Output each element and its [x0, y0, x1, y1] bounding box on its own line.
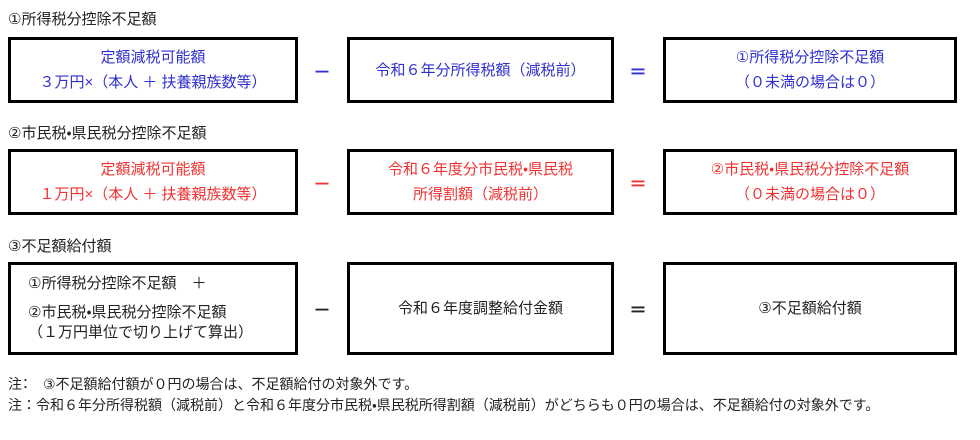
sec2-resident-tax-amount-box: 令和６年度分市民税・県民税 所得割額（減税前） — [347, 149, 614, 215]
sec3-equals-operator: ＝ — [629, 301, 647, 320]
sec3-shortfall-payment-result-box: ③不足額給付額 — [663, 262, 957, 355]
sec2-box1-line2: １万円×（本人 ＋ 扶養親族数等） — [39, 186, 267, 203]
sec3-box2-line1: 令和６年度調整給付金額 — [397, 300, 563, 317]
note-line-1: 注： ③不足額給付額が０円の場合は、不足額給付の対象外です。 — [8, 376, 419, 392]
sec3-minus-operator: － — [313, 301, 331, 320]
sec1-fixed-reduction-possible-amount-box: 定額減税可能額 ３万円×（本人 ＋ 扶養親族数等） — [8, 37, 298, 103]
sec2-box2-line2: 所得割額（減税前） — [412, 186, 548, 203]
sec2-box1-line1: 定額減税可能額 — [100, 161, 206, 178]
section-2-heading: ②市民税・県民税分控除不足額 — [8, 125, 207, 142]
sec1-box1-line1: 定額減税可能額 — [100, 49, 206, 66]
sec2-equals-operator: ＝ — [629, 174, 647, 194]
sec1-box3-line1: ①所得税分控除不足額 — [735, 49, 885, 66]
sec3-box3-line1: ③不足額給付額 — [758, 300, 862, 317]
sec3-shortfall-sum-box: ①所得税分控除不足額 ＋ ②市民税・県民税分控除不足額 （１万円単位で切り上げて… — [8, 262, 298, 355]
sec2-shortfall-result-box: ②市民税・県民税分控除不足額 （０未満の場合は０） — [663, 149, 957, 215]
sec2-minus-operator: － — [313, 174, 331, 194]
footnotes: 注： ③不足額給付額が０円の場合は、不足額給付の対象外です。 注：令和６年分所得… — [8, 374, 879, 416]
sec2-fixed-reduction-possible-amount-box: 定額減税可能額 １万円×（本人 ＋ 扶養親族数等） — [8, 149, 298, 215]
section-3-heading: ③不足額給付額 — [8, 238, 112, 255]
sec1-box3-line2: （０未満の場合は０） — [734, 74, 885, 91]
sec3-box1-line3: （１万円単位で切り上げて算出） — [28, 324, 254, 341]
sec1-income-tax-amount-box: 令和６年分所得税額（減税前） — [347, 37, 614, 103]
sec1-box1-line2: ３万円×（本人 ＋ 扶養親族数等） — [39, 74, 267, 91]
sec2-box2-line1: 令和６年度分市民税・県民税 — [387, 161, 574, 178]
note-line-2: 注：令和６年分所得税額（減税前）と令和６年度分市民税・県民税所得割額（減税前）が… — [8, 397, 880, 413]
sec3-box1-line2: ②市民税・県民税分控除不足額 — [28, 304, 227, 321]
sec2-box3-line2: （０未満の場合は０） — [734, 186, 885, 203]
sec1-box2-line1: 令和６年分所得税額（減税前） — [375, 61, 586, 79]
section-1-heading: ①所得税分控除不足額 — [8, 11, 157, 28]
sec3-box1-line1: ①所得税分控除不足額 ＋ — [28, 275, 207, 292]
sec1-minus-operator: － — [313, 62, 331, 82]
sec1-equals-operator: ＝ — [629, 62, 647, 82]
sec1-shortfall-result-box: ①所得税分控除不足額 （０未満の場合は０） — [663, 37, 957, 103]
sec3-adjustment-benefit-amount-box: 令和６年度調整給付金額 — [347, 262, 614, 355]
sec2-box3-line1: ②市民税・県民税分控除不足額 — [710, 161, 910, 178]
